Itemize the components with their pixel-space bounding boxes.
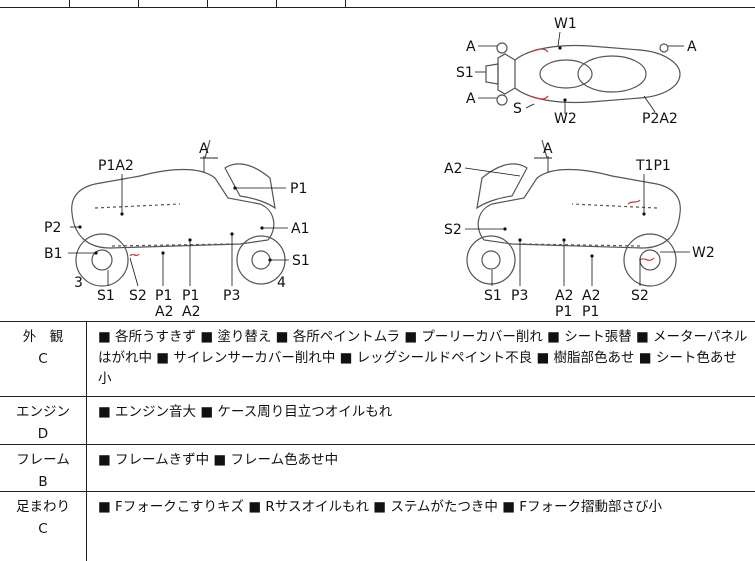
scooter-right-view (466, 139, 681, 287)
condition-row-engine: エンジン D ■ エンジン音大 ■ ケース周り目立つオイルもれ (0, 397, 755, 445)
scooter-left-view (71, 139, 286, 287)
label-right-A: A (543, 141, 553, 157)
damage-diagram: W1 A A S1 A S W2 P2A2 A P1A2 P1 P2 A1 B1… (0, 8, 755, 322)
label-top-S: S (513, 101, 522, 117)
label-left-bottom-P3: P3 (223, 288, 240, 304)
label-right-bottom-P1b: P1 (582, 304, 599, 320)
label-left-S1-right: S1 (292, 253, 310, 269)
label-left-bottom-S1: S1 (97, 288, 115, 304)
label-top-W1: W1 (554, 16, 577, 32)
label-top-S1: S1 (456, 65, 474, 81)
category-grade: D (37, 426, 49, 442)
table-divider (86, 322, 87, 561)
row-description: ■ 各所うすきず ■ 塗り替え ■ 各所ペイントムラ ■ プーリーカバー削れ ■… (98, 329, 748, 387)
label-right-A2: A2 (444, 161, 462, 177)
label-left-P2: P2 (44, 220, 61, 236)
label-left-bottom-P1b: P1 (182, 288, 199, 304)
label-top-A1: A (466, 39, 476, 55)
label-left-A: A (199, 141, 209, 157)
label-left-bottom-A2a: A2 (155, 304, 173, 320)
category-grade: C (38, 351, 48, 367)
label-left-P1: P1 (290, 181, 307, 197)
row-description: ■ Fフォークこすりキズ ■ Rサスオイルもれ ■ ステムがたつき中 ■ Fフォ… (98, 499, 663, 515)
label-right-bottom-S2: S2 (631, 288, 649, 304)
label-left-bottom-S2: S2 (129, 288, 147, 304)
row-category: 足まわり C (0, 492, 86, 540)
category-name: フレーム (16, 452, 70, 468)
row-category: フレーム B (0, 445, 86, 493)
label-right-bottom-A2b: A2 (582, 288, 600, 304)
label-left-bottom-P1a: P1 (155, 288, 172, 304)
label-right-W2: W2 (692, 245, 715, 261)
category-name: 足まわり (16, 499, 70, 515)
label-top-W2: W2 (554, 111, 577, 127)
label-top-P2A2: P2A2 (642, 111, 678, 127)
label-top-A2: A (466, 91, 476, 107)
header-table-remnant (0, 0, 755, 8)
scooter-top-view (475, 31, 684, 114)
label-left-A1: A1 (291, 221, 309, 237)
scooter-diagram: W1 A A S1 A S W2 P2A2 A P1A2 P1 P2 A1 B1… (44, 16, 715, 320)
label-right-S2: S2 (444, 222, 462, 238)
label-right-T1P1: T1P1 (635, 158, 671, 174)
label-right-bottom-S1: S1 (484, 288, 502, 304)
category-name: 外 観 (22, 329, 64, 345)
label-left-bottom-A2b: A2 (182, 304, 200, 320)
category-grade: B (38, 474, 48, 490)
condition-row-suspension: 足まわり C ■ Fフォークこすりキズ ■ Rサスオイルもれ ■ ステムがたつき… (0, 492, 755, 561)
label-right-bottom-P3: P3 (511, 288, 528, 304)
row-category: 外 観 C (0, 322, 86, 370)
row-description: ■ エンジン音大 ■ ケース周り目立つオイルもれ (98, 404, 393, 420)
condition-row-exterior: 外 観 C ■ 各所うすきず ■ 塗り替え ■ 各所ペイントムラ ■ プーリーカ… (0, 322, 755, 397)
label-left-4: 4 (277, 275, 286, 291)
row-description: ■ フレームきず中 ■ フレーム色あせ中 (98, 452, 339, 468)
label-left-B1: B1 (44, 246, 63, 262)
condition-row-frame: フレーム B ■ フレームきず中 ■ フレーム色あせ中 (0, 445, 755, 492)
label-right-bottom-A2a: A2 (555, 288, 573, 304)
label-top-A-right: A (687, 39, 697, 55)
label-left-3: 3 (74, 275, 83, 291)
category-name: エンジン (16, 404, 70, 420)
label-right-bottom-P1a: P1 (555, 304, 572, 320)
label-left-P1A2: P1A2 (98, 158, 134, 174)
category-grade: C (38, 521, 48, 537)
row-category: エンジン D (0, 397, 86, 445)
